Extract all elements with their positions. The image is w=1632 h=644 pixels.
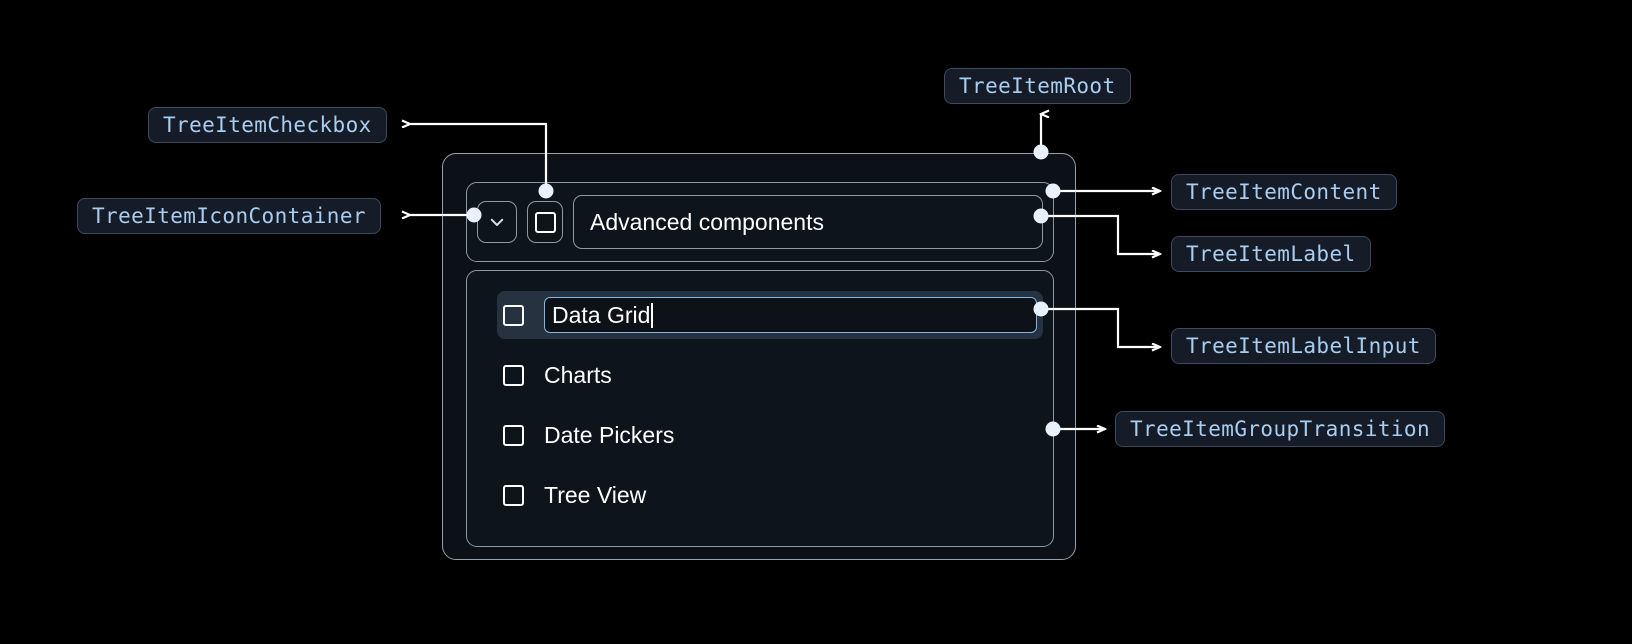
tree-item-root[interactable]: Advanced components Data Grid Charts Dat… bbox=[442, 153, 1076, 560]
text-caret bbox=[651, 302, 653, 328]
checkbox-unchecked-icon[interactable] bbox=[503, 484, 524, 506]
tree-item-group-transition: Data Grid Charts Date Pickers Tree View bbox=[466, 270, 1054, 547]
tree-item-icon-container[interactable] bbox=[477, 201, 517, 243]
annotation-chip-tree-item-label-input: TreeItemLabelInput bbox=[1171, 328, 1436, 364]
tree-item-label[interactable]: Advanced components bbox=[573, 195, 1043, 249]
annotation-chip-tree-item-content: TreeItemContent bbox=[1171, 174, 1397, 210]
tree-child-label: Charts bbox=[544, 361, 612, 388]
annotation-chip-tree-item-group-transition: TreeItemGroupTransition bbox=[1115, 411, 1445, 447]
annotation-chip-tree-item-root: TreeItemRoot bbox=[944, 68, 1131, 104]
annotation-chip-tree-item-label: TreeItemLabel bbox=[1171, 236, 1371, 272]
tree-item-label-text: Advanced components bbox=[590, 208, 824, 235]
checkbox-unchecked-icon[interactable] bbox=[503, 304, 524, 326]
annotation-chip-tree-item-checkbox: TreeItemCheckbox bbox=[148, 107, 387, 143]
tree-child-label: Date Pickers bbox=[544, 421, 675, 448]
tree-child-row-charts[interactable]: Charts bbox=[499, 351, 1031, 399]
tree-item-checkbox[interactable] bbox=[527, 201, 563, 243]
tree-item-label-input[interactable]: Data Grid bbox=[544, 297, 1037, 333]
chevron-down-icon bbox=[490, 218, 504, 226]
checkbox-unchecked-icon[interactable] bbox=[503, 364, 524, 386]
annotation-chip-tree-item-icon-container: TreeItemIconContainer bbox=[77, 198, 381, 234]
label-input-value: Data Grid bbox=[552, 301, 651, 328]
tree-child-row-tree-view[interactable]: Tree View bbox=[499, 471, 1031, 519]
checkbox-unchecked-icon[interactable] bbox=[503, 424, 524, 446]
checkbox-unchecked-icon bbox=[534, 211, 556, 233]
tree-item-content[interactable]: Advanced components bbox=[466, 182, 1054, 262]
tree-child-row-data-grid[interactable]: Data Grid bbox=[497, 291, 1043, 339]
tree-child-label: Tree View bbox=[544, 481, 647, 508]
tree-child-row-date-pickers[interactable]: Date Pickers bbox=[499, 411, 1031, 459]
